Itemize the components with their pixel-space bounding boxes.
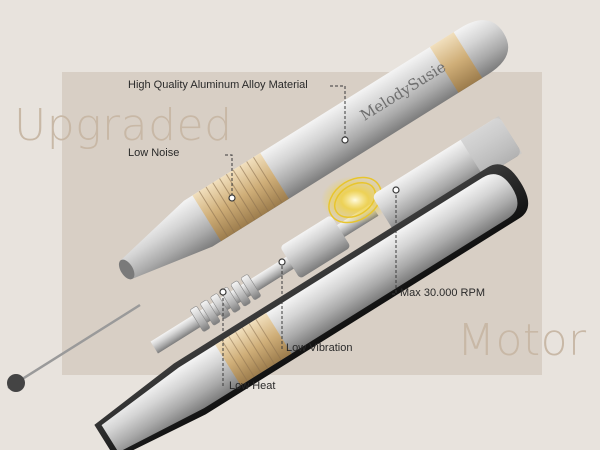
lower-housing [94,164,529,450]
callout-heat: Low Heat [229,380,276,392]
bit-needle [7,303,141,390]
grip-ring-lower [215,312,292,386]
headline-motor: Motor [457,315,587,366]
headline-upgraded: Upgraded [14,100,233,151]
callout-dots [219,136,400,296]
rotor-rings [328,176,382,224]
end-ring [429,32,483,93]
callout-lines [222,85,397,386]
collet-housing [373,115,523,231]
bit-tip [7,374,25,392]
callout-rpm: Max 30.000 RPM [400,287,485,299]
upper-housing [118,20,509,280]
callout-noise: Low Noise [128,147,180,159]
callout-vibration: Low Vibration [286,342,353,354]
callout-material: High Quality Aluminum Alloy Material [128,79,308,91]
